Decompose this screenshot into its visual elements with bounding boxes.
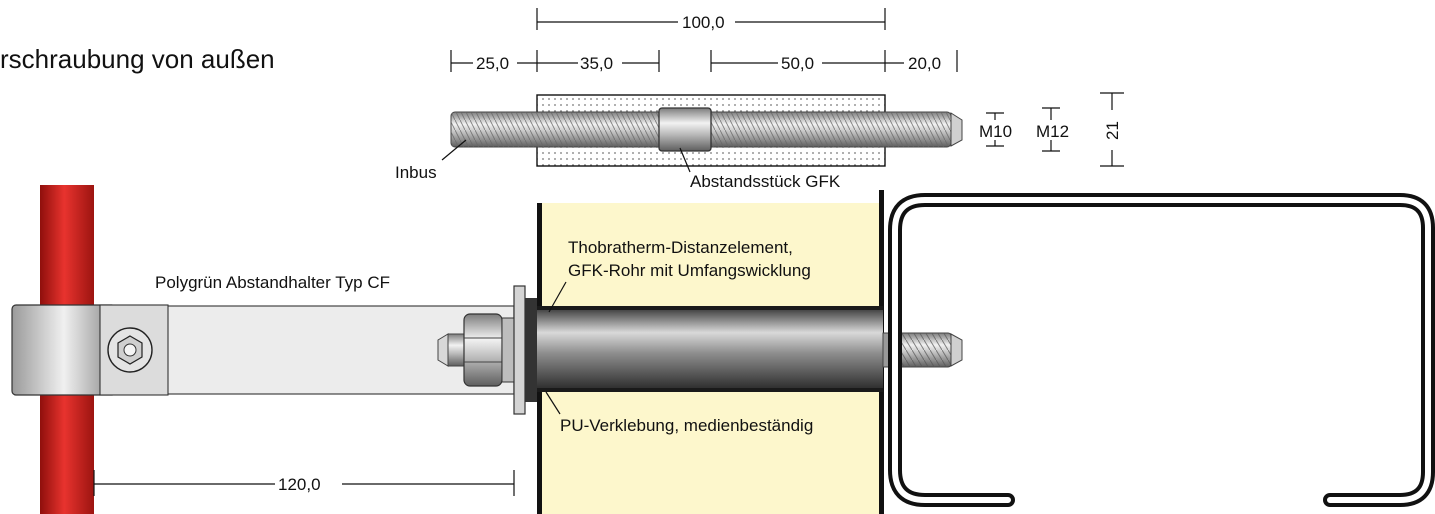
dim-m12-label: M12 — [1036, 122, 1069, 141]
diagram-title: rschraubung von außen — [0, 44, 275, 74]
top-detail: 100,0 25,0 35,0 50,0 20,0 Inbu — [395, 8, 1124, 191]
washer — [513, 285, 526, 415]
dim-chain — [450, 50, 958, 72]
label-element-line1: Thobratherm-Distanzelement, — [568, 238, 793, 257]
dim-distance — [93, 470, 515, 496]
dim-seg2-label: 35,0 — [580, 54, 613, 73]
dim-seg3-label: 50,0 — [781, 54, 814, 73]
label-inbus: Inbus — [395, 163, 437, 182]
gasket — [525, 298, 537, 402]
dim-seg1-label: 25,0 — [476, 54, 509, 73]
label-spacer: Abstandsstück GFK — [690, 172, 841, 191]
rod-tip — [950, 112, 963, 147]
label-glue: PU-Verklebung, medienbeständig — [560, 416, 813, 435]
label-element-line2: GFK-Rohr mit Umfangswicklung — [568, 261, 811, 280]
c-profile — [888, 193, 1435, 507]
dim-diameter-label: 21 — [1103, 121, 1122, 140]
main-assembly: 120,0 Polygrün Abstandhalter Typ CF Thob… — [11, 185, 1435, 514]
dim-m10-label: M10 — [979, 122, 1012, 141]
coupling-sleeve — [658, 107, 712, 152]
label-holder: Polygrün Abstandhalter Typ CF — [155, 273, 390, 292]
dim-total-label: 100,0 — [682, 13, 725, 32]
dim-distance-label: 120,0 — [278, 475, 321, 494]
hex-nut — [463, 313, 503, 387]
dim-total — [536, 8, 886, 30]
dim-seg4-label: 20,0 — [908, 54, 941, 73]
gfk-tube — [537, 308, 883, 390]
